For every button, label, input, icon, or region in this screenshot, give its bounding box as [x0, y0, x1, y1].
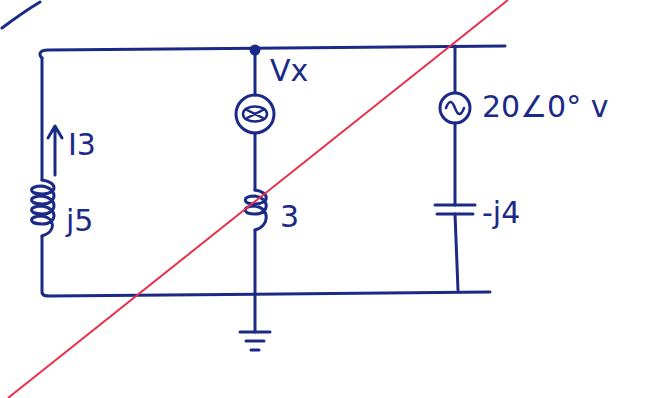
right-wire [454, 123, 457, 205]
current-arrow [48, 126, 62, 175]
right-wire [454, 46, 457, 92]
ground-symbol [240, 332, 270, 350]
impedance-label: 3 [278, 200, 301, 233]
current-label: I3 [66, 128, 98, 161]
voltage-source-symbol [440, 93, 470, 123]
source-mark [243, 107, 267, 122]
impedance-label: -j4 [480, 196, 522, 229]
middle-wire [254, 133, 257, 190]
left-wire [41, 58, 44, 180]
impedance-label: j5 [64, 204, 95, 237]
source-label: 20∠0° v [480, 90, 610, 123]
ac-mark [446, 102, 464, 114]
middle-wire [254, 230, 257, 332]
node-voltage-label: Vx [268, 54, 310, 87]
strike-line [8, 0, 508, 398]
bottom-wire [42, 236, 490, 296]
middle-wire [254, 50, 257, 95]
stray-stroke [2, 2, 40, 28]
right-wire [455, 214, 458, 290]
dependent-source-symbol [236, 95, 274, 133]
inductor-symbol [32, 180, 55, 236]
